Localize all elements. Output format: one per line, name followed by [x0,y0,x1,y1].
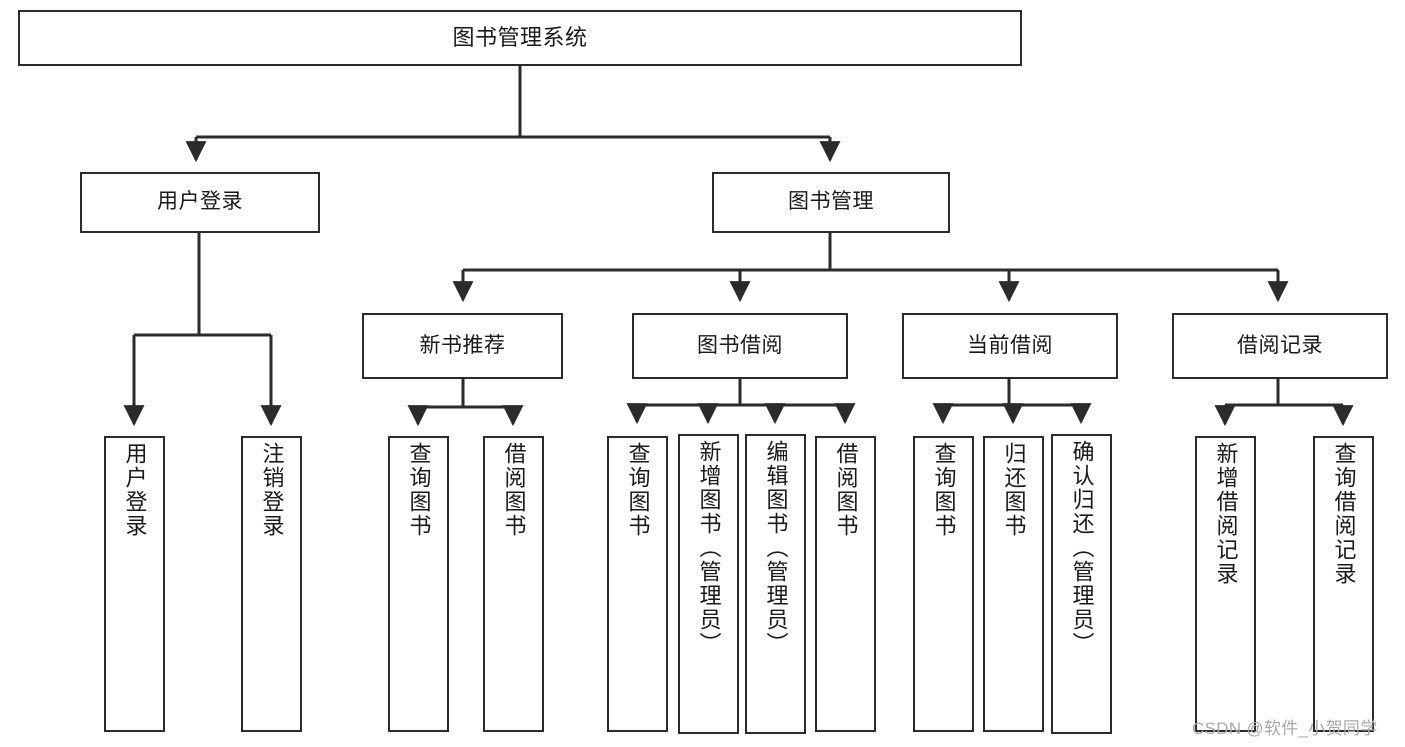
node-user-login[interactable]: 用户登录 [80,172,320,233]
leaf-query-book-borrow-label: 查询图书 [625,442,651,538]
leaf-query-book-borrow[interactable]: 查询图书 [607,436,668,732]
leaf-add-borrow-record-label: 新增借阅记录 [1213,442,1239,586]
node-current-borrow-label: 当前借阅 [967,333,1053,357]
leaf-query-book-current[interactable]: 查询图书 [913,436,974,732]
leaf-logout-label: 注销登录 [259,442,285,538]
leaf-query-book-recommend-label: 查询图书 [406,442,432,538]
watermark: CSDN @软件_小贺同学 [1192,719,1378,738]
node-new-book-recommend[interactable]: 新书推荐 [362,313,563,379]
node-root-label: 图书管理系统 [452,25,588,51]
leaf-return-book[interactable]: 归还图书 [983,436,1044,732]
leaf-borrow-book-label: 借阅图书 [833,442,859,538]
node-current-borrow[interactable]: 当前借阅 [902,313,1118,379]
leaf-borrow-book-recommend-label: 借阅图书 [501,442,527,538]
node-borrow-records[interactable]: 借阅记录 [1172,313,1388,379]
leaf-edit-book-admin[interactable]: 编辑图书（管理员） [745,434,806,734]
leaf-confirm-return-admin-label: 确认归还（管理员） [1069,440,1095,656]
node-book-management[interactable]: 图书管理 [712,172,950,233]
leaf-user-login-label: 用户登录 [122,442,148,538]
node-book-management-label: 图书管理 [788,190,874,214]
leaf-query-borrow-record-label: 查询借阅记录 [1331,442,1357,586]
leaf-add-borrow-record[interactable]: 新增借阅记录 [1195,436,1256,732]
leaf-query-book-recommend[interactable]: 查询图书 [388,436,449,732]
node-new-book-recommend-label: 新书推荐 [419,333,506,357]
node-borrow-records-label: 借阅记录 [1237,333,1323,357]
leaf-confirm-return-admin[interactable]: 确认归还（管理员） [1051,434,1112,734]
node-root[interactable]: 图书管理系统 [18,10,1022,66]
node-user-login-label: 用户登录 [157,190,243,214]
leaf-query-borrow-record[interactable]: 查询借阅记录 [1313,436,1374,732]
leaf-edit-book-admin-label: 编辑图书（管理员） [763,440,789,656]
leaf-borrow-book[interactable]: 借阅图书 [815,436,876,732]
leaf-logout[interactable]: 注销登录 [241,436,302,732]
node-book-borrow[interactable]: 图书借阅 [632,313,848,379]
leaf-add-book-admin[interactable]: 新增图书（管理员） [678,434,739,734]
node-book-borrow-label: 图书借阅 [697,333,783,357]
leaf-return-book-label: 归还图书 [1001,442,1027,538]
leaf-query-book-current-label: 查询图书 [931,442,957,538]
leaf-user-login[interactable]: 用户登录 [104,436,165,732]
leaf-add-book-admin-label: 新增图书（管理员） [696,440,722,656]
leaf-borrow-book-recommend[interactable]: 借阅图书 [483,436,544,732]
